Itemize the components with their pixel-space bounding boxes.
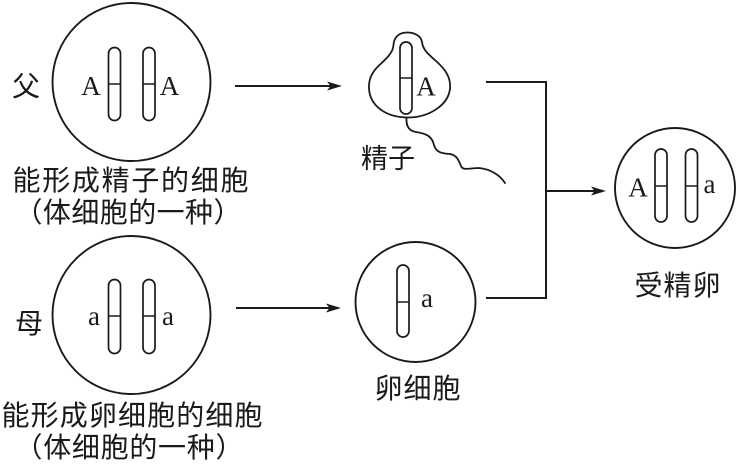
- fertilization-connector: [486, 81, 606, 299]
- zygote-allele-right: a: [704, 169, 716, 199]
- father-section: 父 A A 能形成精子的细胞 （体细胞的一种）: [12, 2, 249, 229]
- egg-chromosome: [396, 264, 410, 338]
- zygote-chromosome-left: [654, 148, 668, 223]
- father-chromosome-right: [142, 46, 156, 122]
- egg-section: a 卵细胞: [354, 241, 477, 405]
- mother-label: 母: [15, 307, 43, 340]
- sperm-head-outline: [368, 31, 451, 119]
- father-somatic-cell: A A: [51, 2, 212, 162]
- arrowhead: [591, 186, 606, 196]
- father-chromosome-left: [107, 46, 122, 122]
- mother-chromosome-left: [107, 278, 122, 355]
- mother-chromosome-right: [142, 278, 156, 355]
- egg-allele: a: [421, 283, 433, 313]
- sperm-tail: [405, 117, 506, 184]
- arrow-father-to-sperm: [235, 81, 342, 91]
- egg-cell: a: [354, 241, 477, 363]
- zygote-cell-membrane: [614, 127, 736, 249]
- mother-caption-line-1: 能形成卵细胞的细胞: [2, 399, 263, 432]
- mother-cell-membrane: [51, 235, 212, 395]
- sperm-cell: A: [368, 31, 506, 184]
- sperm-label: 精子: [361, 144, 415, 175]
- egg-label: 卵细胞: [375, 372, 461, 405]
- mother-allele-left: a: [88, 301, 100, 331]
- mother-somatic-cell: a a: [51, 235, 212, 395]
- zygote-chromosome-right: [684, 148, 699, 223]
- zygote-cell: A a: [614, 127, 736, 249]
- father-cell-membrane: [51, 2, 212, 162]
- chromosome-body: [396, 264, 410, 338]
- arrowhead: [327, 81, 342, 91]
- father-caption-line-1: 能形成精子的细胞: [13, 164, 249, 197]
- sperm-allele: A: [416, 72, 436, 102]
- father-label: 父: [12, 70, 40, 103]
- egg-cell-membrane: [354, 241, 477, 363]
- father-caption-line-2: （体细胞的一种）: [15, 196, 242, 229]
- zygote-section: A a 受精卵: [614, 127, 736, 302]
- mother-caption-line-2: （体细胞的一种）: [15, 431, 244, 464]
- mother-allele-right: a: [162, 301, 174, 331]
- sperm-section: A 精子: [361, 31, 506, 184]
- arrowhead: [326, 303, 341, 313]
- father-allele-left: A: [81, 71, 101, 101]
- sperm-chromosome: [399, 41, 413, 115]
- zygote-allele-left: A: [628, 173, 648, 203]
- mother-section: 母 a a 能形成卵细胞的细胞 （体细胞的一种）: [2, 235, 263, 464]
- father-allele-right: A: [160, 71, 180, 101]
- arrow-mother-to-egg: [236, 303, 341, 313]
- zygote-label: 受精卵: [635, 269, 721, 302]
